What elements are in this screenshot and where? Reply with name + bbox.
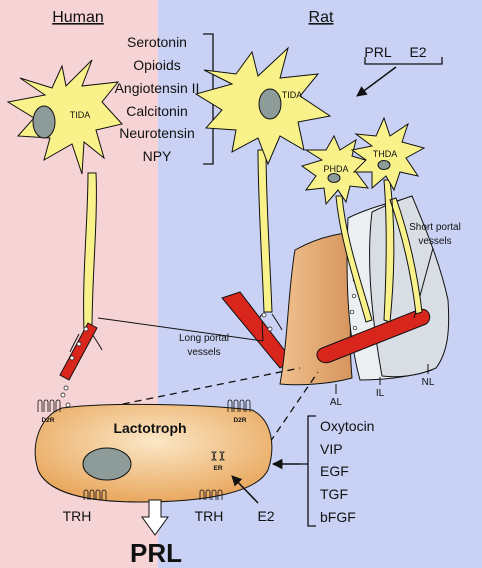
er-label: ER	[213, 465, 222, 472]
human-header: Human	[52, 9, 104, 26]
lactotroph-cell: Lactotroph	[34, 403, 273, 503]
modulator-list: Serotonin Opioids Angiotensin II Calcito…	[115, 34, 200, 164]
rat-tida-label: TIDA	[282, 90, 303, 100]
factor-bracket	[300, 415, 316, 527]
human-long-portal-vessel	[59, 322, 98, 381]
modulator-item: Opioids	[133, 57, 180, 73]
lactotroph-label: Lactotroph	[113, 420, 186, 436]
prl-output-label: PRL	[130, 538, 182, 568]
zoom-line	[269, 371, 319, 443]
long-portal-label: Long portal	[179, 333, 229, 344]
thda-label: THDA	[373, 149, 398, 159]
prl-output-arrow	[141, 499, 169, 536]
d2r-label-right: D2R	[233, 417, 246, 424]
modulator-item: Serotonin	[127, 34, 187, 50]
modulator-item: Neurotensin	[119, 125, 195, 141]
factor-item: TGF	[320, 486, 348, 502]
trh-label-right: TRH	[195, 508, 224, 524]
trh-label-left: TRH	[63, 508, 92, 524]
d2r-label-left: D2R	[41, 417, 54, 424]
nucleus	[327, 173, 341, 183]
hormone-e2-label: E2	[409, 44, 426, 60]
short-portal-label: vessels	[418, 236, 451, 247]
long-portal-leader	[97, 317, 264, 342]
modulator-item: NPY	[143, 148, 172, 164]
thda-neuron: THDA	[350, 116, 426, 323]
modulator-item: Calcitonin	[126, 103, 187, 119]
anterior-lobe-label: AL	[330, 397, 343, 408]
factor-item: EGF	[320, 463, 349, 479]
d2r-receptor-right	[227, 399, 251, 412]
intermediate-lobe-label: IL	[376, 388, 385, 399]
d2r-receptor-left	[37, 399, 61, 412]
long-portal-label: vessels	[187, 347, 220, 358]
factor-item: VIP	[320, 441, 343, 457]
trh-receptor-right	[199, 489, 223, 500]
rat-header: Rat	[309, 9, 334, 26]
trh-receptor-left	[83, 489, 107, 500]
nucleus	[258, 88, 282, 120]
nucleus	[377, 160, 391, 170]
er-receptor: ER	[210, 451, 226, 472]
e2-arrow	[231, 475, 259, 504]
nucleus	[32, 105, 56, 139]
hormone-bracket	[364, 57, 443, 65]
long-portal-leader	[261, 321, 264, 342]
phda-neuron: PHDA	[300, 134, 374, 323]
short-portal-label: Short portal	[409, 222, 461, 233]
hormone-arrow	[356, 66, 397, 97]
human-tida-label: TIDA	[70, 110, 91, 120]
e2-label: E2	[257, 508, 274, 524]
neural-lobe-label: NL	[422, 377, 435, 388]
short-portal-vessel	[316, 308, 431, 364]
hormone-prl-label: PRL	[364, 44, 391, 60]
factor-item: bFGF	[320, 509, 356, 525]
phda-label: PHDA	[323, 164, 348, 174]
modulator-item: Angiotensin II	[115, 80, 200, 96]
factor-list: Oxytocin VIP EGF TGF bFGF	[320, 418, 374, 525]
nucleus	[82, 447, 132, 481]
human-tida-neuron: TIDA	[6, 59, 123, 353]
factor-item: Oxytocin	[320, 418, 374, 434]
